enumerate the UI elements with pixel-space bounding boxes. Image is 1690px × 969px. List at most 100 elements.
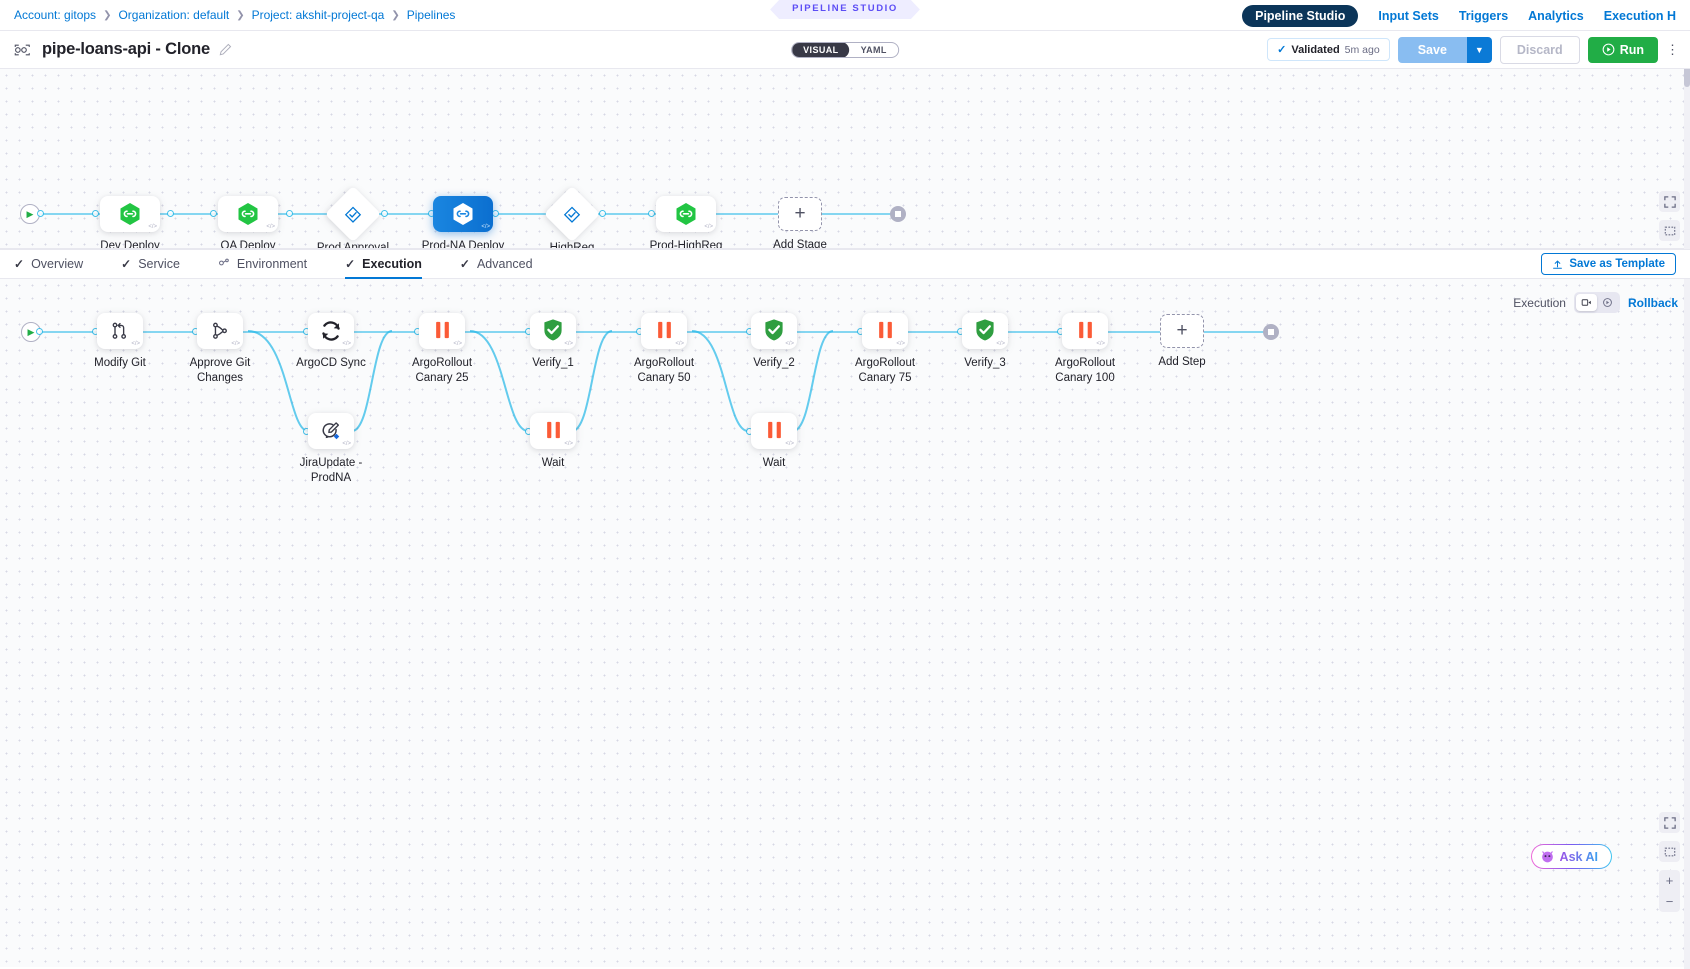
toggle-option-yaml[interactable]: YAML [860,44,887,55]
step-node-approve-git-changes[interactable]: </> Approve Git Changes [190,313,250,384]
step-card[interactable]: </> [530,413,576,449]
pause-bars-icon [1076,320,1095,343]
environment-icon [218,257,230,272]
tab-pipeline-studio[interactable]: Pipeline Studio [1242,4,1359,27]
step-end-node[interactable] [1263,324,1279,340]
stage-card[interactable]: </> [656,196,716,232]
tab-advanced[interactable]: ✓ Advanced [460,249,533,279]
step-node-wait-1[interactable]: </> Wait [530,413,576,469]
tab-execution[interactable]: ✓ Execution [345,249,422,279]
step-start-node[interactable]: ▶ [21,322,41,342]
stage-graph-canvas[interactable]: ▶ </> Dev Deploy </> [0,69,1690,249]
step-card[interactable]: </> [419,313,465,349]
step-card[interactable]: </> [308,413,354,449]
stage-node-qa-deploy[interactable]: </> QA Deploy [218,196,278,248]
step-node-argorollout-canary-75[interactable]: </> ArgoRollout Canary 75 [855,313,915,384]
stage-node-dev-deploy[interactable]: </> Dev Deploy [100,196,160,248]
step-node-argocd-sync[interactable]: </> ArgoCD Sync [296,313,366,369]
stage-node-prod-approval-gate[interactable]: Prod Approval Gate [317,185,389,248]
add-step-button[interactable]: + [1160,314,1204,348]
step-card[interactable]: </> [1062,313,1108,349]
step-card[interactable]: </> [641,313,687,349]
step-card[interactable]: </> [751,313,797,349]
stage-port [381,210,388,217]
visual-yaml-toggle[interactable]: VISUAL YAML [791,41,899,58]
tab-service[interactable]: ✓ Service [121,249,180,279]
step-card[interactable]: </> [962,313,1008,349]
tab-input-sets[interactable]: Input Sets [1378,8,1439,23]
step-node-jiraupdate-prodna[interactable]: </> JiraUpdate - ProdNA [300,413,362,484]
breadcrumb-account[interactable]: Account: gitops [14,8,97,22]
save-dropdown-caret-icon[interactable]: ▼ [1466,36,1492,63]
run-button[interactable]: Run [1587,36,1658,63]
step-card[interactable]: </> [308,313,354,349]
execution-flow-icon[interactable] [1575,294,1597,311]
stage-port [37,210,44,217]
pause-bars-icon [876,320,895,343]
pencil-icon[interactable] [219,43,232,56]
stage-config-tabs: ✓ Overview ✓ Service Environment ✓ Execu… [0,249,1690,279]
tab-overview[interactable]: ✓ Overview [14,249,83,279]
zoom-out-icon[interactable]: − [1665,894,1674,909]
step-node-argorollout-canary-100[interactable]: </> ArgoRollout Canary 100 [1055,313,1115,384]
save-button[interactable]: Save [1397,36,1467,63]
stage-card[interactable]: </> [100,196,160,232]
stage-label: Dev Deploy [100,240,160,249]
stage-diamond[interactable] [543,185,601,243]
ai-orb-icon [1541,851,1553,863]
page-scrollbar-track[interactable] [1684,31,1690,969]
stage-node-prod-highreg-deploy[interactable]: </> Prod-HighReg Deploy [650,196,722,248]
step-card[interactable]: </> [862,313,908,349]
parallel-branch-edges [247,330,834,432]
title-actions: ✓ Validated 5m ago Save ▼ Discard Run ⋮ [1267,35,1680,64]
sync-refresh-icon [322,321,340,341]
tab-label: Overview [31,257,84,271]
step-node-modify-git[interactable]: </> Modify Git [94,313,146,369]
step-graph-canvas[interactable]: Execution Rollback ▶ [0,279,1690,967]
rollback-toggle-label[interactable]: Rollback [1627,295,1678,310]
page-title: pipe-loans-api - Clone [42,40,210,58]
add-stage-button[interactable]: + [778,197,822,231]
step-card[interactable]: </> [751,413,797,449]
step-card[interactable]: </> [97,313,143,349]
step-node-verify-3[interactable]: </> Verify_3 [962,313,1008,369]
step-label: Verify_2 [753,357,795,369]
fit-view-icon[interactable] [1659,220,1680,241]
fullscreen-icon[interactable] [1659,191,1680,212]
fullscreen-icon[interactable] [1659,812,1680,833]
step-card[interactable]: </> [530,313,576,349]
step-node-argorollout-canary-50[interactable]: </> ArgoRollout Canary 50 [634,313,694,384]
ask-ai-button[interactable]: Ask AI [1531,844,1612,869]
more-vertical-icon[interactable]: ⋮ [1666,41,1680,57]
breadcrumb-project[interactable]: Project: akshit-project-qa [251,8,385,22]
add-step-node[interactable]: + Add Step [1158,314,1206,368]
git-branch-icon [112,322,127,339]
breadcrumb-organization[interactable]: Organization: default [118,8,230,22]
save-as-template-button[interactable]: Save as Template [1541,253,1676,275]
stage-card[interactable]: </> [218,196,278,232]
stage-port [492,210,499,217]
step-node-verify-1[interactable]: </> Verify_1 [530,313,576,369]
run-label: Run [1619,42,1644,57]
tab-triggers[interactable]: Triggers [1458,8,1509,23]
rollback-flow-icon[interactable] [1597,294,1618,311]
stage-card-selected[interactable]: </> [433,196,493,232]
zoom-in-icon[interactable]: + [1665,873,1674,888]
step-node-verify-2[interactable]: </> Verify_2 [751,313,797,369]
add-stage-node[interactable]: + Add Stage [773,197,827,248]
tab-execution-history[interactable]: Execution H [1603,8,1676,23]
step-node-argorollout-canary-25[interactable]: </> ArgoRollout Canary 25 [412,313,472,384]
step-card[interactable]: </> [197,313,243,349]
stage-end-node[interactable] [890,206,906,222]
step-node-wait-2[interactable]: </> Wait [751,413,797,469]
tab-analytics[interactable]: Analytics [1528,8,1584,23]
stage-node-prod-na-deploy[interactable]: </> Prod-NA Deploy [422,196,504,248]
breadcrumb-pipelines[interactable]: Pipelines [406,8,456,22]
pause-bars-icon [544,420,563,443]
fit-view-icon[interactable] [1659,841,1680,862]
discard-button[interactable]: Discard [1499,35,1580,64]
toggle-option-visual[interactable]: VISUAL [792,42,850,57]
tab-environment[interactable]: Environment [218,249,307,279]
stage-node-highreg-approval-gate[interactable]: HighReg Approval Gate [543,185,601,248]
stage-diamond[interactable] [324,185,382,243]
